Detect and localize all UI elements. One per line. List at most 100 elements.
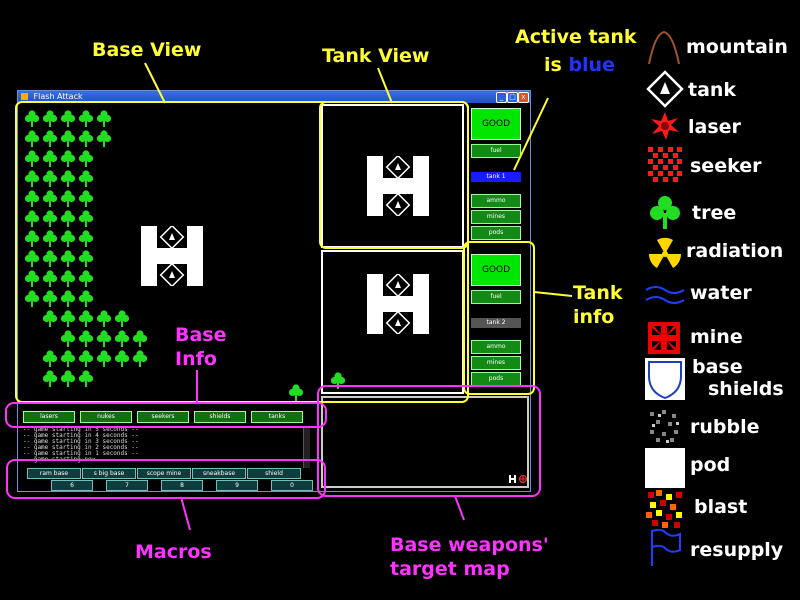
tank-info-outline — [463, 241, 535, 395]
tree — [42, 130, 58, 148]
tree — [132, 350, 148, 368]
legend-resupply-label: resupply — [690, 539, 784, 561]
tank-2-status: GOOD — [471, 254, 521, 286]
tree — [60, 270, 76, 288]
tree — [60, 230, 76, 248]
macro-0-button[interactable]: 0 — [271, 480, 313, 491]
base-weapons-bar: lasers nukes seekers shields tanks — [19, 411, 319, 423]
tree — [78, 310, 94, 328]
legend-seeker-label: seeker — [690, 155, 762, 177]
weapon-lasers-button[interactable]: lasers — [23, 411, 75, 423]
macro-6-button[interactable]: 6 — [51, 480, 93, 491]
tree — [24, 110, 40, 128]
tree — [78, 110, 94, 128]
tree — [60, 290, 76, 308]
macro-5-button[interactable]: shield — [247, 468, 301, 479]
log-scrollbar[interactable] — [303, 426, 310, 468]
tree — [330, 372, 346, 390]
tree — [60, 330, 76, 348]
tank-1-pods[interactable]: pods — [471, 226, 521, 240]
callout-blue: blue — [568, 54, 615, 76]
tank-info-panel-2: GOOD fuel tank 2 ammo mines pods — [466, 250, 529, 394]
tree — [42, 350, 58, 368]
tank-1-fuel[interactable]: fuel — [471, 144, 521, 158]
tree — [60, 170, 76, 188]
radiation-icon — [648, 237, 682, 268]
tree — [96, 350, 112, 368]
weapon-nukes-button[interactable]: nukes — [80, 411, 132, 423]
target-map-outline — [317, 385, 541, 497]
tank-info-pointer — [533, 291, 573, 297]
tree — [60, 190, 76, 208]
legend-tree-label: tree — [692, 202, 737, 224]
tank-2-base — [367, 272, 429, 336]
legend-pod-label: pod — [690, 454, 731, 476]
tree — [24, 270, 40, 288]
tree — [78, 330, 94, 348]
tank-1-mines[interactable]: mines — [471, 210, 521, 224]
target-map[interactable] — [321, 396, 529, 488]
tree — [114, 330, 130, 348]
tree — [60, 110, 76, 128]
tree — [114, 310, 130, 328]
macro-2-button[interactable]: s big base — [82, 468, 136, 479]
mountain-icon — [648, 30, 680, 65]
legend-laser-label: laser — [688, 116, 741, 138]
macro-bar-2: 6 7 8 9 0 — [19, 480, 319, 491]
tank-1-selector-active[interactable]: tank 1 — [471, 172, 521, 182]
legend-tank-label: tank — [688, 79, 737, 101]
tank-2-fuel[interactable]: fuel — [471, 290, 521, 304]
tree — [288, 384, 304, 402]
tree — [24, 170, 40, 188]
callout-base-info-line2: Info — [175, 348, 217, 370]
target-map-base-marker — [509, 475, 527, 483]
macro-8-button[interactable]: 8 — [161, 480, 203, 491]
base-view[interactable] — [19, 104, 346, 404]
tree — [24, 210, 40, 228]
weapon-shields-button[interactable]: shields — [194, 411, 246, 423]
macro-9-button[interactable]: 9 — [216, 480, 258, 491]
macros-pointer — [180, 496, 191, 531]
tank-icon — [646, 70, 684, 108]
log-line: -- game starting in 3 seconds -- — [23, 438, 139, 445]
macro-1-button[interactable]: ram base — [27, 468, 81, 479]
tree — [96, 130, 112, 148]
tank-2-selector[interactable]: tank 2 — [471, 318, 521, 328]
minimize-button[interactable]: _ — [496, 92, 507, 103]
macro-3-button[interactable]: scope mine — [137, 468, 191, 479]
legend-rubble-label: rubble — [690, 416, 760, 438]
weapon-seekers-button[interactable]: seekers — [137, 411, 189, 423]
tree — [96, 330, 112, 348]
tree — [24, 290, 40, 308]
tree — [60, 210, 76, 228]
legend-shields-label: shields — [708, 378, 784, 400]
callout-active-tank: Active tank — [515, 26, 637, 48]
tank-1-ammo[interactable]: ammo — [471, 194, 521, 208]
tree — [24, 130, 40, 148]
tree — [78, 210, 94, 228]
rubble-icon — [650, 410, 679, 443]
macro-7-button[interactable]: 7 — [106, 480, 148, 491]
tree — [42, 110, 58, 128]
tree — [78, 150, 94, 168]
tree — [114, 350, 130, 368]
tree — [24, 250, 40, 268]
tree — [78, 230, 94, 248]
maximize-button[interactable]: □ — [507, 92, 518, 103]
tree — [42, 170, 58, 188]
callout-tank-info-line2: info — [573, 306, 615, 328]
callout-target-map-line2: target map — [390, 558, 510, 580]
close-button[interactable]: x — [518, 92, 529, 103]
tank-2-mines[interactable]: mines — [471, 356, 521, 370]
tree — [78, 350, 94, 368]
tank-view-outline — [319, 101, 469, 249]
tree — [60, 250, 76, 268]
weapon-tanks-button[interactable]: tanks — [251, 411, 303, 423]
macro-4-button[interactable]: sneakbase — [192, 468, 246, 479]
seeker-icon — [648, 147, 682, 182]
game-window: Flash Attack _ □ x — [17, 90, 531, 492]
callout-tank-view: Tank View — [322, 45, 430, 67]
tank-2-ammo[interactable]: ammo — [471, 340, 521, 354]
active-tank-pointer — [513, 97, 549, 171]
tree — [42, 230, 58, 248]
